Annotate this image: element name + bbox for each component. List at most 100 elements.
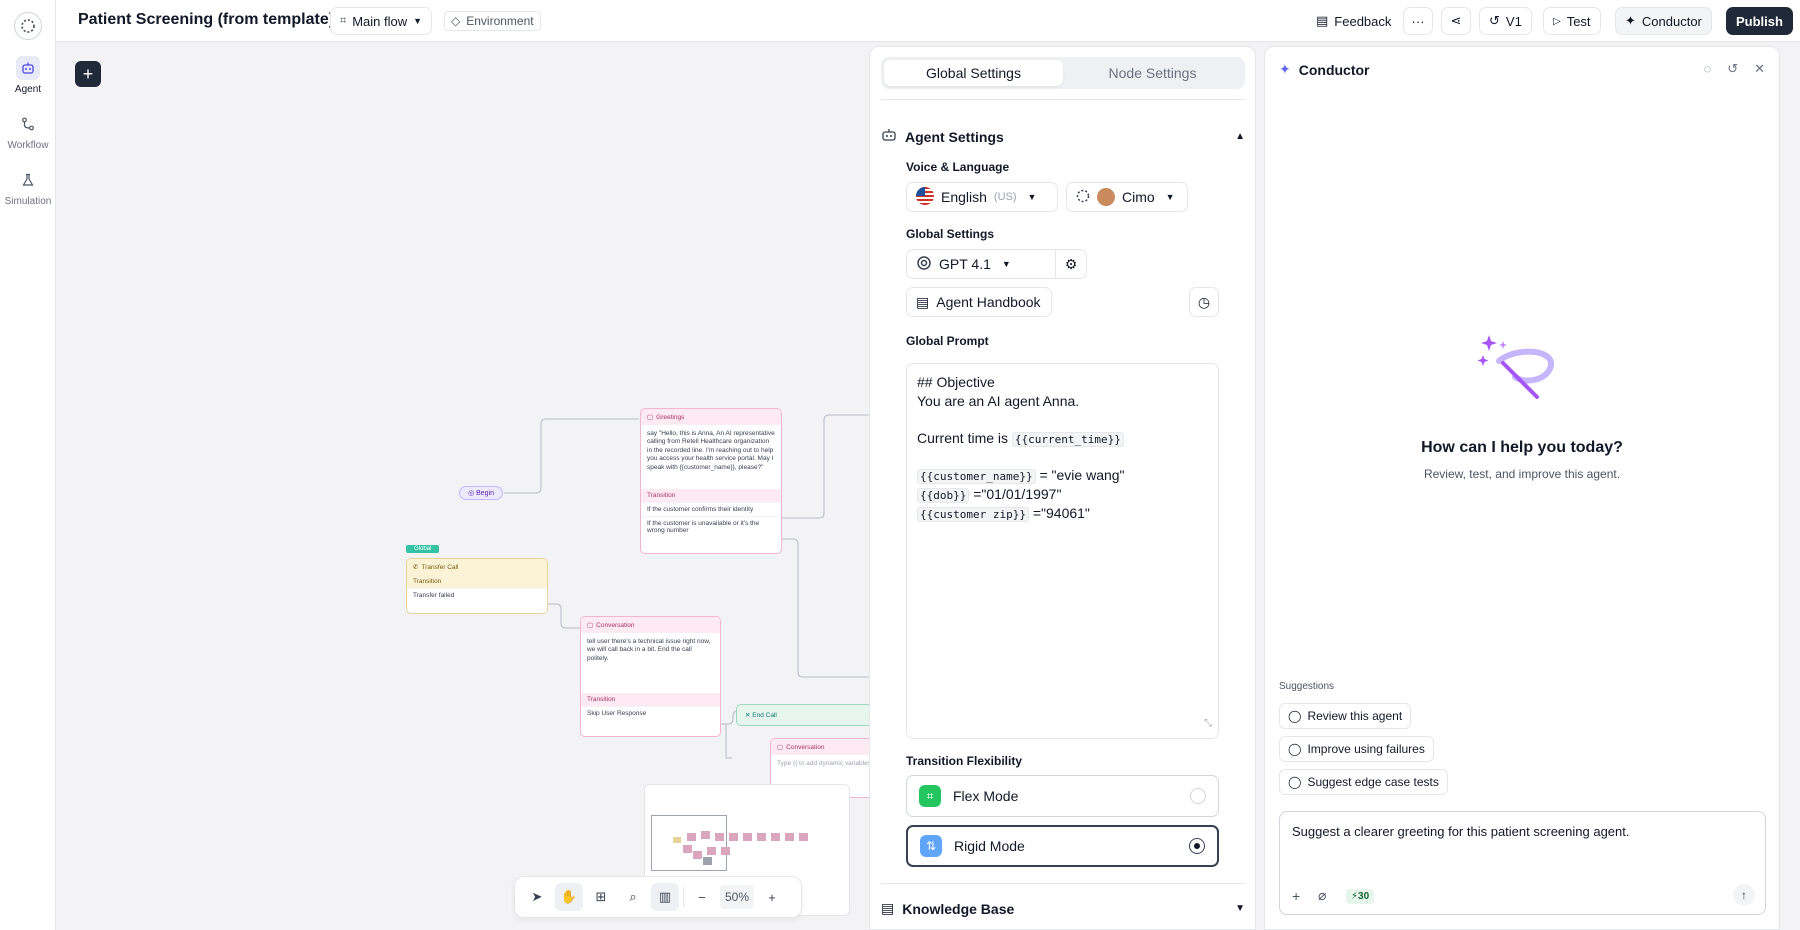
- send-button[interactable]: ↑: [1733, 884, 1755, 906]
- agent-handbook-button[interactable]: ▤ Agent Handbook: [906, 287, 1052, 317]
- voice-select[interactable]: Cimo ▼: [1066, 182, 1188, 212]
- transfer-transition-label: Transition: [407, 575, 547, 588]
- flow-icon: ⌗: [340, 14, 347, 27]
- tab-node-settings[interactable]: Node Settings: [1108, 65, 1197, 81]
- pointer-tool[interactable]: ➤: [523, 883, 551, 911]
- us-flag-icon: [916, 186, 934, 208]
- more-icon: ···: [1411, 13, 1425, 29]
- close-icon[interactable]: ✕: [1754, 61, 1765, 76]
- begin-node[interactable]: ◎ Begin: [459, 486, 503, 500]
- robot-icon: [881, 127, 897, 146]
- resize-handle-icon[interactable]: ⤡: [1204, 718, 1212, 730]
- end-call-node[interactable]: ✕ End Call: [736, 704, 869, 726]
- publish-button[interactable]: Publish: [1726, 7, 1793, 35]
- zoom-in-button[interactable]: +: [758, 883, 786, 911]
- zoom-out-button[interactable]: −: [688, 883, 716, 911]
- model-settings-button[interactable]: ⚙: [1055, 249, 1087, 279]
- zoom-level: 50%: [720, 885, 754, 909]
- share-icon: ⋖: [1450, 13, 1462, 28]
- language-select[interactable]: English (US) ▼: [906, 182, 1058, 212]
- greetings-edge-2[interactable]: If the customer is unavailable or it's t…: [641, 516, 781, 537]
- conductor-button[interactable]: ✦ Conductor: [1615, 7, 1712, 35]
- prompt-history-button[interactable]: ◷: [1189, 287, 1219, 317]
- language-region: (US): [993, 191, 1017, 203]
- variable-chip: {{customer_name}}: [917, 469, 1036, 485]
- app-logo-icon[interactable]: [14, 12, 42, 40]
- history-icon[interactable]: ↺: [1727, 61, 1739, 76]
- conductor-label: Conductor: [1641, 13, 1702, 29]
- phone-icon: ✆: [413, 564, 419, 571]
- feedback-button[interactable]: ▤ Feedback: [1306, 7, 1402, 35]
- flow-canvas[interactable]: + ◎ Begin ▢Greetings say "Hello, this is…: [56, 42, 869, 930]
- tab-global-settings[interactable]: Global Settings: [884, 60, 1063, 86]
- version-button[interactable]: ↺ V1: [1479, 7, 1532, 35]
- paperclip-icon[interactable]: ⌀: [1318, 887, 1327, 903]
- canvas-toolbar: ➤ ✋ ⊞ ⌕ ▥ − 50% +: [514, 876, 802, 918]
- flow-selector[interactable]: ⌗ Main flow ▼: [330, 7, 433, 35]
- greetings-title: Greetings: [656, 413, 685, 421]
- transfer-edge[interactable]: Transfer failed: [407, 588, 547, 602]
- top-bar: Patient Screening (from template) ⌗ Main…: [56, 0, 1800, 42]
- agent-settings-header[interactable]: Agent Settings ▲: [881, 127, 1245, 146]
- history-icon: ↺: [1489, 13, 1500, 28]
- layout-tool[interactable]: ⊞: [587, 883, 615, 911]
- workflow-icon: [16, 112, 40, 136]
- greetings-edge-1[interactable]: If the customer confirms their identity: [641, 502, 781, 516]
- divider: [881, 883, 1244, 884]
- conversation-node[interactable]: ▢Conversation tell user there's a techni…: [580, 616, 721, 737]
- conversation-transition-label: Transition: [581, 693, 720, 706]
- model-select[interactable]: GPT 4.1 ▼: [906, 249, 1056, 279]
- conductor-greeting: How can I help you today?: [1421, 439, 1623, 456]
- language-value: English: [941, 189, 987, 205]
- add-node-button[interactable]: +: [75, 61, 101, 87]
- global-prompt-textarea[interactable]: ## Objective You are an AI agent Anna. C…: [906, 363, 1219, 739]
- chat-bubble-icon: ◯: [1288, 709, 1302, 723]
- transition-flexibility-label: Transition Flexibility: [906, 754, 1023, 768]
- minimap-viewport[interactable]: [651, 815, 727, 871]
- conductor-header: ✦ Conductor: [1279, 61, 1370, 78]
- more-button[interactable]: ···: [1403, 7, 1433, 35]
- environment-tag[interactable]: ◇ Environment: [444, 11, 541, 31]
- new-chat-icon[interactable]: ◌: [1703, 61, 1712, 76]
- conductor-input-text[interactable]: Suggest a clearer greeting for this pati…: [1292, 824, 1630, 839]
- suggestion-edge-cases[interactable]: ◯ Suggest edge case tests: [1279, 769, 1448, 795]
- rigid-mode-option[interactable]: ⇅ Rigid Mode: [906, 825, 1219, 867]
- suggestion-improve-failures[interactable]: ◯ Improve using failures: [1279, 736, 1434, 762]
- conductor-input[interactable]: Suggest a clearer greeting for this pati…: [1279, 811, 1766, 915]
- rigid-mode-radio[interactable]: [1189, 838, 1205, 854]
- hand-tool[interactable]: ✋: [555, 883, 583, 911]
- test-button[interactable]: ▷ Test: [1543, 7, 1601, 35]
- conversation2-title: Conversation: [786, 743, 825, 751]
- prompt-line: ## Objective: [917, 374, 995, 390]
- rail-item-workflow[interactable]: Workflow: [0, 112, 56, 151]
- handbook-label: Agent Handbook: [936, 294, 1041, 310]
- plus-icon[interactable]: +: [1292, 888, 1301, 904]
- share-button[interactable]: ⋖: [1441, 7, 1471, 35]
- greetings-node[interactable]: ▢Greetings say "Hello, this is Anna, An …: [640, 408, 782, 554]
- flex-mode-option[interactable]: ⌗ Flex Mode: [906, 775, 1219, 817]
- rail-item-simulation[interactable]: Simulation: [0, 168, 56, 207]
- prompt-text: = "evie wang": [1039, 467, 1125, 484]
- cursor-icon: ➤: [531, 889, 543, 904]
- chat-bubble-icon: ◯: [1288, 742, 1302, 756]
- flask-icon: [16, 168, 40, 192]
- knowledge-base-header[interactable]: ▤ Knowledge Base ▼: [881, 900, 1245, 917]
- toolbar-divider: [683, 887, 684, 907]
- rail-item-agent[interactable]: Agent: [0, 56, 56, 95]
- flex-mode-radio[interactable]: [1190, 788, 1206, 804]
- suggestion-review-agent[interactable]: ◯ Review this agent: [1279, 703, 1412, 729]
- tag-icon: ◇: [451, 14, 461, 28]
- search-tool[interactable]: ⌕: [619, 883, 647, 911]
- voice-avatar: [1097, 188, 1115, 206]
- book-icon: ▤: [881, 900, 895, 916]
- voice-language-label: Voice & Language: [906, 160, 1010, 174]
- prompt-line: {{dob}} ="01/01/1997": [917, 485, 1208, 504]
- feedback-icon: ▤: [1316, 13, 1329, 28]
- conversation-edge[interactable]: Skip User Response: [581, 706, 720, 720]
- minimap-toggle[interactable]: ▥: [651, 883, 679, 911]
- transfer-call-node[interactable]: ✆Transfer Call Transition Transfer faile…: [406, 558, 548, 614]
- voice-value: Cimo: [1122, 189, 1155, 205]
- suggestions-label: Suggestions: [1279, 681, 1335, 692]
- map-icon: ▥: [658, 889, 672, 904]
- rigid-mode-icon: ⇅: [920, 835, 942, 857]
